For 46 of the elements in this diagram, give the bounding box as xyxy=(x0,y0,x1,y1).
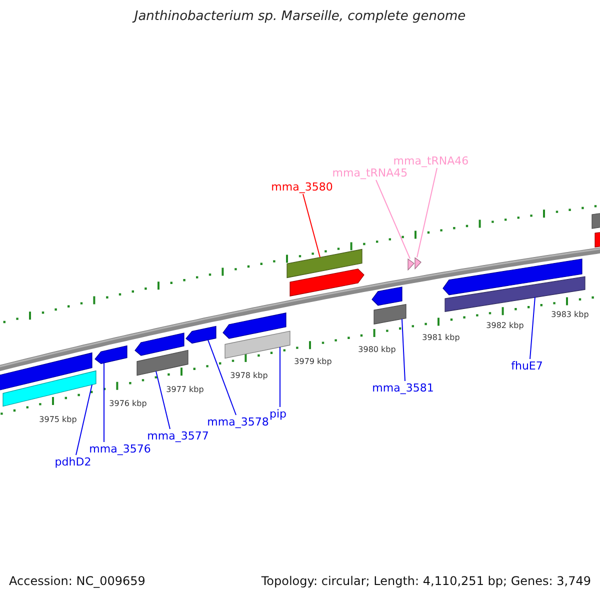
gene-label: mma_tRNA46 xyxy=(393,154,469,168)
gene-label: mma_3580 xyxy=(271,180,333,194)
gene-bar xyxy=(136,350,188,376)
gene-label: mma_tRNA45 xyxy=(332,166,408,180)
tick-label: 3981 kbp xyxy=(422,333,460,343)
tick-label: 3977 kbp xyxy=(166,385,204,395)
gene-label: fhuE7 xyxy=(511,360,543,372)
gene-label: mma_3577 xyxy=(147,430,209,442)
gene-bar xyxy=(594,230,600,248)
gene-label: pip xyxy=(269,408,287,420)
gene-label: pdhD2 xyxy=(54,456,92,468)
gene-label: mma_3581 xyxy=(372,382,434,394)
pointed-gene-bar xyxy=(134,332,184,356)
diagram-title: Janthinobacterium sp. Marseille, complete genome xyxy=(131,9,467,24)
tick-label: 3979 kbp xyxy=(294,357,332,367)
gene-bar xyxy=(2,370,96,407)
pointed-gene-bar xyxy=(94,345,128,364)
leader-line xyxy=(302,194,320,258)
leader-line xyxy=(76,384,92,456)
gene-label: mma_3576 xyxy=(89,442,151,456)
pointed-gene-bar xyxy=(222,312,286,339)
pointed-gene-bar xyxy=(414,258,422,270)
tick-label: 3983 kbp xyxy=(551,310,589,320)
leader-line xyxy=(530,296,536,360)
gene-bar xyxy=(286,248,362,278)
pointed-gene-bar xyxy=(290,268,364,296)
tick-label: 3978 kbp xyxy=(230,371,268,381)
pointed-gene-bar xyxy=(186,326,216,344)
gene-bar xyxy=(224,330,290,359)
genome-stats-note: Topology: circular; Length: 4,110,251 bp; Genes: 3,749 xyxy=(261,574,591,588)
tick-label: 3975 kbp xyxy=(39,415,77,425)
gene-bar xyxy=(444,276,586,312)
tick-label: 3982 kbp xyxy=(486,321,524,331)
tick-label: 3976 kbp xyxy=(109,399,147,409)
gene-bar xyxy=(374,304,406,324)
leader-line xyxy=(376,180,410,260)
accession-note: Accession: NC_009659 xyxy=(9,574,146,588)
leader-line xyxy=(402,318,406,382)
gene-label: mma_3578 xyxy=(207,416,269,428)
pointed-gene-bar xyxy=(408,258,414,270)
leader-line xyxy=(208,339,236,416)
leader-line xyxy=(416,168,438,258)
pointed-gene-bar xyxy=(372,286,402,306)
gene-bar xyxy=(592,211,600,229)
pointed-gene-bar xyxy=(0,352,92,390)
tick-label: 3980 kbp xyxy=(358,345,396,355)
